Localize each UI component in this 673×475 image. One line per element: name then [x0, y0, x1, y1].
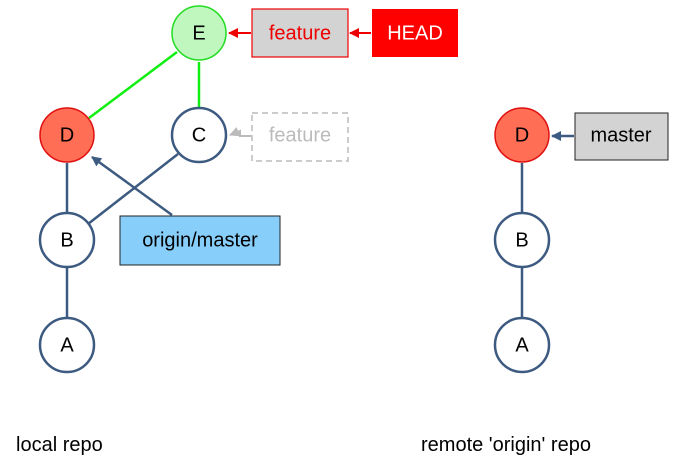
commit-node-c[interactable]: C [170, 106, 228, 164]
master-branch-label[interactable]: master [574, 112, 669, 161]
commit-label: B [515, 229, 528, 251]
head-text: HEAD [387, 22, 443, 44]
old-feature-branch-label[interactable]: feature [251, 112, 349, 162]
commit-label: A [60, 334, 74, 356]
origin-master-label[interactable]: origin/master [119, 215, 281, 266]
remote-repo: A B D master remote 'origin' repo [421, 107, 669, 456]
feature-branch-label[interactable]: feature [251, 8, 349, 58]
commit-label: B [60, 229, 73, 251]
commit-label: E [192, 22, 205, 44]
master-branch-text: master [590, 124, 651, 146]
commit-label: A [515, 334, 529, 356]
commit-node-e[interactable]: E [171, 5, 227, 61]
origin-master-text: origin/master [142, 229, 258, 251]
remote-commit-node-a[interactable]: A [493, 316, 551, 374]
origin-master-arrow [91, 155, 173, 217]
edge-e-d [88, 51, 178, 119]
commit-node-d[interactable]: D [39, 107, 95, 163]
commit-node-a[interactable]: A [38, 316, 96, 374]
head-label[interactable]: HEAD [372, 9, 458, 57]
local-repo: A B D C E feature HEAD [16, 5, 458, 456]
commit-node-b[interactable]: B [38, 211, 96, 269]
old-feature-arrow [229, 127, 251, 137]
commit-label: C [192, 124, 206, 146]
remote-repo-caption: remote 'origin' repo [421, 434, 591, 456]
remote-commit-node-d[interactable]: D [494, 107, 550, 163]
edge-c-b [87, 153, 179, 225]
local-repo-caption: local repo [16, 434, 103, 456]
remote-commit-node-b[interactable]: B [493, 211, 551, 269]
old-feature-branch-text: feature [269, 124, 331, 146]
feature-branch-text: feature [269, 22, 331, 44]
commit-label: D [515, 124, 529, 146]
commit-label: D [60, 124, 74, 146]
